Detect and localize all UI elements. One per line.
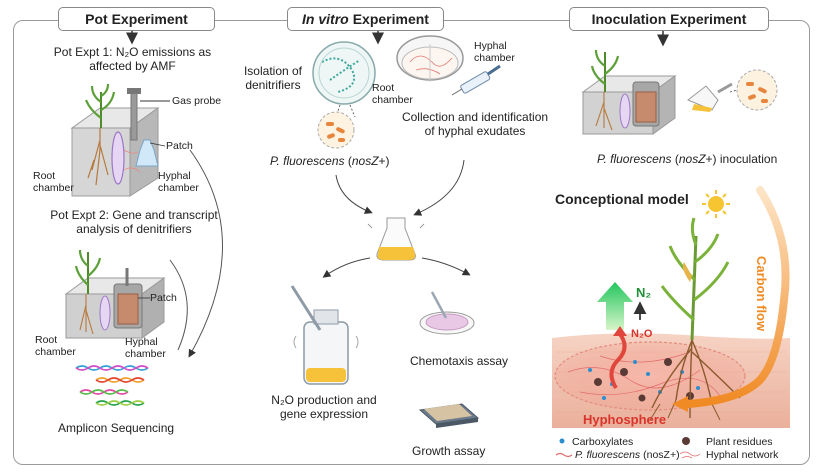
inoculation-experiment-header: Inoculation Experiment: [569, 7, 769, 31]
isolation-dish: [312, 41, 376, 105]
sun-icon: [702, 190, 730, 218]
carbon-flow-arrow: [684, 186, 790, 408]
legend-carboxylates: Carboxylates: [572, 436, 634, 448]
center-flask: [367, 217, 425, 261]
inoculation-box: [581, 49, 677, 135]
n2-label: N₂: [636, 285, 652, 300]
hyphosphere-label: Hyphosphere: [583, 412, 667, 427]
soil-layer: [552, 333, 790, 428]
n2o-label: N₂O: [631, 328, 653, 340]
growth-label: Growth assay: [412, 444, 486, 458]
conceptional-model-title: Conceptional model: [555, 191, 689, 207]
legend-plant-residues: Plant residues: [706, 436, 773, 448]
gas-probe-label: Gas probe: [172, 95, 222, 107]
patch-label: Patch: [166, 140, 193, 152]
chemotaxis-dish: [419, 291, 475, 335]
bacteria-circle: [317, 111, 355, 149]
model-plant: [649, 217, 741, 421]
chemotaxis-label: Chemotaxis assay: [410, 354, 509, 368]
inoculation-flask: [687, 82, 733, 112]
pf-inoculation-label: P. fluorescens (nosZ+) inoculation: [597, 152, 778, 166]
patch2-label: Patch: [150, 292, 177, 304]
legend-residue-dot: [682, 437, 690, 445]
amplicon-label: Amplicon Sequencing: [58, 421, 175, 435]
dna-strands: [75, 365, 149, 406]
legend-hyphal-icon: [679, 451, 701, 459]
invitro-italic: In vitro: [302, 11, 349, 27]
carbon-flow-label: Carbon flow: [754, 256, 769, 332]
n2-arrow: [597, 282, 633, 330]
header-arrows: [126, 31, 669, 47]
legend-hyphal-network: Hyphal network: [706, 449, 779, 461]
n2o-flow-arrow: [609, 332, 627, 390]
syringe: [451, 64, 501, 96]
growth-plate: [418, 403, 480, 428]
bottle: [290, 285, 359, 385]
legend-pf: P. fluorescens (nosZ+): [575, 449, 680, 461]
inoculation-bacteria: [736, 69, 778, 111]
legend-pf-icon: [555, 452, 573, 458]
pot-box-2: [64, 249, 166, 339]
pot-experiment-header: Pot Experiment: [58, 7, 215, 31]
legend-carboxylate-dot: [559, 438, 565, 444]
pf-invitro-label: P. fluorescens (nosZ+): [270, 154, 390, 168]
pot-box-1: [70, 83, 170, 197]
exudate-dish: [396, 35, 464, 82]
